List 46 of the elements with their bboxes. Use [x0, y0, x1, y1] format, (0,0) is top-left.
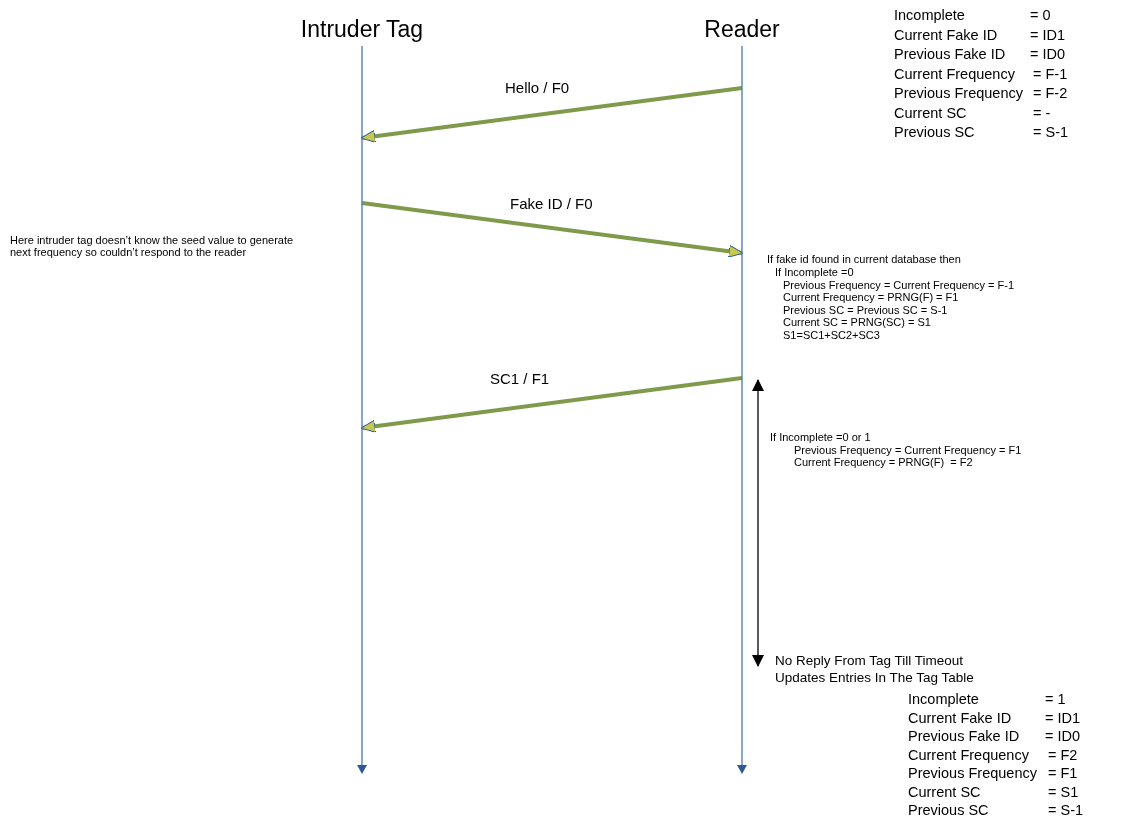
note-text: If Incomplete =0 or 1 [770, 431, 871, 444]
table-cell: = ID1 [1030, 27, 1066, 44]
table-cell: = F-1 [1033, 66, 1068, 83]
table-cell: = S-1 [1048, 803, 1084, 819]
message-label: Fake ID / F0 [510, 196, 593, 213]
table-cell: Previous SC [908, 803, 989, 819]
table-cell: = ID0 [1030, 47, 1066, 63]
table-cell: = S-1 [1033, 125, 1069, 141]
table-cell: Current Fake ID [894, 27, 998, 44]
table-cell: Incomplete [908, 692, 979, 708]
table-cell: Previous SC [894, 125, 975, 141]
table-cell: = - [1033, 105, 1051, 122]
table-cell: = F2 [1048, 747, 1078, 764]
table-cell: Current Frequency [908, 747, 1029, 764]
table-cell: Previous Frequency [894, 86, 1023, 102]
note-text: No Reply From Tag Till Timeout [775, 654, 964, 669]
table-cell: = 0 [1030, 8, 1051, 24]
note-text: Previous SC = Previous SC = S-1 [783, 304, 948, 317]
message-arrow [360, 376, 743, 433]
message-arrow [360, 86, 743, 143]
note-text: Here intruder tag doesn’t know the seed value to generate next frequency so couldn’t respond to the reader [10, 234, 295, 259]
table-cell: Previous Fake ID [894, 47, 1006, 63]
table-cell: = 1 [1045, 692, 1066, 708]
table-cell: = ID1 [1045, 710, 1081, 727]
note-text: Current Frequency = PRNG(F) = F2 [794, 456, 973, 469]
note-text: Updates Entries In The Tag Table [775, 671, 974, 686]
table-cell: = F-2 [1033, 86, 1068, 102]
lifeline-title: Reader [703, 16, 781, 42]
table-cell: = ID0 [1045, 729, 1081, 745]
message-label: SC1 / F1 [490, 371, 550, 388]
table-cell: Current SC [894, 105, 967, 122]
table-cell: Previous Fake ID [908, 729, 1020, 745]
note-text: Previous Frequency = Current Frequency = F1 [794, 444, 1022, 457]
message-label: Hello / F0 [505, 80, 570, 97]
note-text: If fake id found in current database then [767, 253, 961, 266]
note-text: S1=SC1+SC2+SC3 [783, 329, 880, 342]
table-cell: Current SC [908, 784, 981, 801]
table-cell: Incomplete [894, 8, 965, 24]
table-cell: = S1 [1048, 784, 1079, 801]
table-cell: Current Frequency [894, 66, 1015, 83]
note-text: If Incomplete =0 [775, 266, 854, 279]
table-cell: Previous Frequency [908, 766, 1037, 782]
lifeline-title: Intruder Tag [299, 16, 425, 42]
table-cell: = F1 [1048, 766, 1078, 782]
message-arrow [361, 201, 744, 258]
table-cell: Current Fake ID [908, 710, 1012, 727]
